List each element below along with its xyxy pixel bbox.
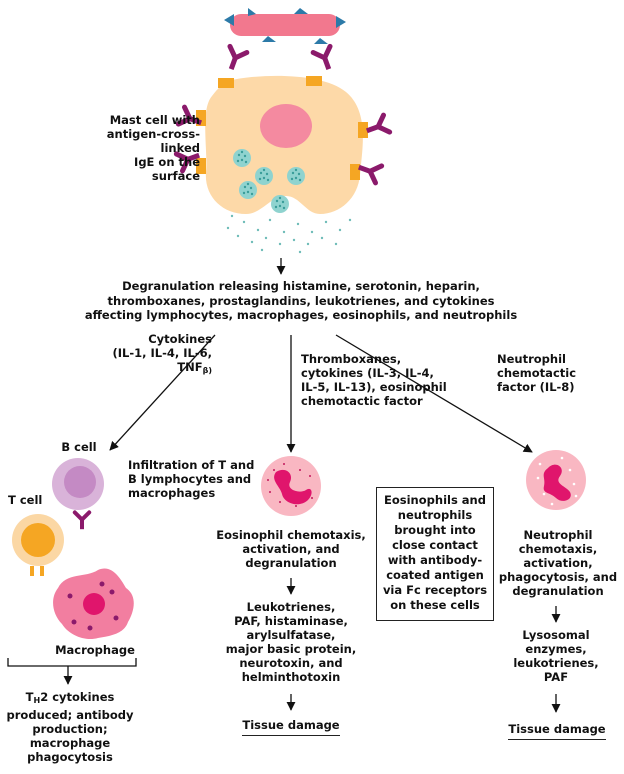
tissue-damage-left: Tissue damage [238, 718, 344, 736]
th2-outcome: TH2 cytokines produced; antibody product… [6, 690, 134, 764]
b-cell-label: B cell [61, 440, 97, 454]
neutrophil-effect: Neutrophil chemotaxis, activation, phago… [498, 528, 618, 598]
eosinophil-products: Leukotrienes, PAF, histaminase, arylsulf… [225, 600, 357, 684]
infiltration-label: Infiltration of T and B lymphocytes and … [128, 458, 255, 500]
t-cell-label: T cell [8, 493, 43, 507]
arrow-to-neutrophil [335, 334, 533, 453]
macrophage-label: Macrophage [55, 643, 135, 657]
neutrophil-products: Lysosomal enzymes, leukotrienes, PAF [513, 628, 599, 684]
antigen-rod [224, 8, 346, 44]
cytokines-label: Cytokines (IL-1, IL-4, IL-6, TNFβ) [112, 332, 212, 375]
mast-cell-label: Mast cell with antigen-cross-linked IgE … [106, 113, 200, 183]
macrophage [53, 568, 134, 640]
mast-cell [176, 46, 389, 214]
t-cell [12, 514, 64, 576]
mast-cell-nucleus [260, 104, 312, 148]
tissue-damage-right: Tissue damage [504, 722, 610, 740]
neutrophil-factor-label: Neutrophil chemotactic factor (IL-8) [497, 352, 577, 394]
contact-box: Eosinophils and neutrophils brought into… [376, 487, 494, 621]
arrow-to-lymphocytes [109, 334, 216, 451]
thromboxanes-label: Thromboxanes, cytokines (IL-3, IL-4, IL-… [301, 352, 447, 408]
eosinophil-effect: Eosinophil chemotaxis, activation, and d… [216, 528, 366, 570]
b-cell [52, 458, 104, 529]
eosinophil-cell [261, 456, 321, 516]
neutrophil-cell [526, 450, 586, 510]
cell-group-bracket [7, 658, 137, 685]
released-granules [226, 214, 352, 254]
degranulation-text: Degranulation releasing histamine, serot… [84, 279, 518, 322]
